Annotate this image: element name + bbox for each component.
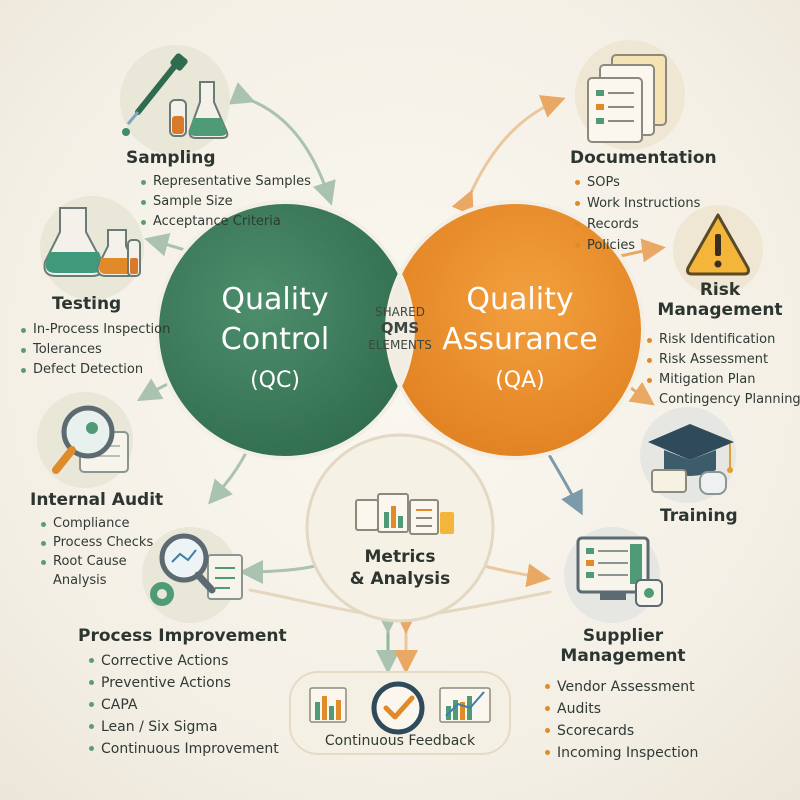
shared-overlap <box>385 269 415 391</box>
process-improvement-list: Corrective Actions Preventive Actions CA… <box>88 650 279 760</box>
documentation-title: Documentation <box>570 148 717 168</box>
shared-elements-label: SHARED QMS ELEMENTS <box>360 304 440 353</box>
feedback-title: Continuous Feedback <box>324 733 476 749</box>
supplier-management-title: Supplier Management <box>548 626 698 666</box>
warning-triangle-icon <box>686 213 750 276</box>
internal-audit-list: Compliance Process Checks Root Cause Ana… <box>40 514 153 590</box>
list-item: CAPA <box>88 694 279 716</box>
testing-list: In-Process Inspection Tolerances Defect … <box>20 320 170 380</box>
list-item: Corrective Actions <box>88 650 279 672</box>
supplier-management-list: Vendor Assessment Audits Scorecards Inco… <box>544 676 698 764</box>
risk-title-line2: Management <box>657 300 783 320</box>
list-item: Defect Detection <box>20 360 170 380</box>
supplier-title-line2: Management <box>560 646 686 666</box>
magnifier-gear-icon <box>150 533 243 606</box>
list-item: Continuous Improvement <box>88 738 279 760</box>
documentation-list: SOPs Work Instructions Records Policies <box>574 172 700 256</box>
list-item: Risk Identification <box>646 330 800 350</box>
list-item: Process Checks <box>40 533 153 552</box>
risk-title-line1: Risk <box>699 280 741 300</box>
list-item: Scorecards <box>544 720 698 742</box>
metrics-title-line2: & Analysis <box>349 569 451 589</box>
list-item: Analysis <box>53 573 107 588</box>
training-title: Training <box>660 506 738 526</box>
internal-audit-title: Internal Audit <box>30 490 164 510</box>
qc-title-line2: Control <box>220 322 330 357</box>
flasks-icon <box>43 207 141 277</box>
list-item: Policies <box>574 235 700 256</box>
list-item: Acceptance Criteria <box>140 212 311 232</box>
qa-abbr: (QA) <box>495 368 545 393</box>
list-item: Incoming Inspection <box>544 742 698 764</box>
metrics-title: Metrics & Analysis <box>330 546 470 590</box>
sampling-title: Sampling <box>126 148 216 168</box>
qc-abbr: (QC) <box>250 368 300 393</box>
qa-title: Quality Assurance <box>430 280 610 360</box>
graduation-cap-icon <box>648 424 734 495</box>
venn-circles <box>155 200 645 460</box>
monitor-checklist-icon <box>576 536 663 607</box>
risk-management-list: Risk Identification Risk Assessment Miti… <box>646 330 800 410</box>
list-item: Mitigation Plan <box>646 370 800 390</box>
risk-management-title: Risk Management <box>650 280 790 320</box>
list-item: Compliance <box>40 514 153 533</box>
list-item: Tolerances <box>20 340 170 360</box>
list-item: Contingency Planning <box>659 392 800 407</box>
qc-title-line1: Quality <box>221 282 329 317</box>
qa-title-line1: Quality <box>466 282 574 317</box>
magnifier-document-icon <box>52 405 129 474</box>
testing-title: Testing <box>52 294 122 314</box>
list-item: Risk Assessment <box>646 350 800 370</box>
qc-title: Quality Control <box>190 280 360 360</box>
metrics-title-line1: Metrics <box>364 547 436 567</box>
list-item: Records <box>574 214 700 235</box>
shared-line1: SHARED <box>374 305 425 319</box>
dropper-flask-icon <box>122 53 229 139</box>
documents-icon <box>587 54 667 143</box>
shared-line3: ELEMENTS <box>368 338 432 352</box>
list-item: Vendor Assessment <box>544 676 698 698</box>
supplier-title-line1: Supplier <box>582 626 664 646</box>
list-item: In-Process Inspection <box>20 320 170 340</box>
list-item: Representative Samples <box>140 172 311 192</box>
list-item: Preventive Actions <box>88 672 279 694</box>
list-item: Work Instructions <box>574 193 700 214</box>
list-item: SOPs <box>574 172 700 193</box>
list-item: Audits <box>544 698 698 720</box>
list-item: Root Cause <box>40 552 153 571</box>
charts-documents-icon <box>355 493 454 535</box>
list-item: Lean / Six Sigma <box>88 716 279 738</box>
feedback-cycle-icon <box>309 681 491 735</box>
process-improvement-title: Process Improvement <box>78 626 287 646</box>
shared-line2: QMS <box>380 319 420 337</box>
qa-title-line2: Assurance <box>442 322 598 357</box>
sampling-list: Representative Samples Sample Size Accep… <box>140 172 311 232</box>
list-item: Sample Size <box>140 192 311 212</box>
